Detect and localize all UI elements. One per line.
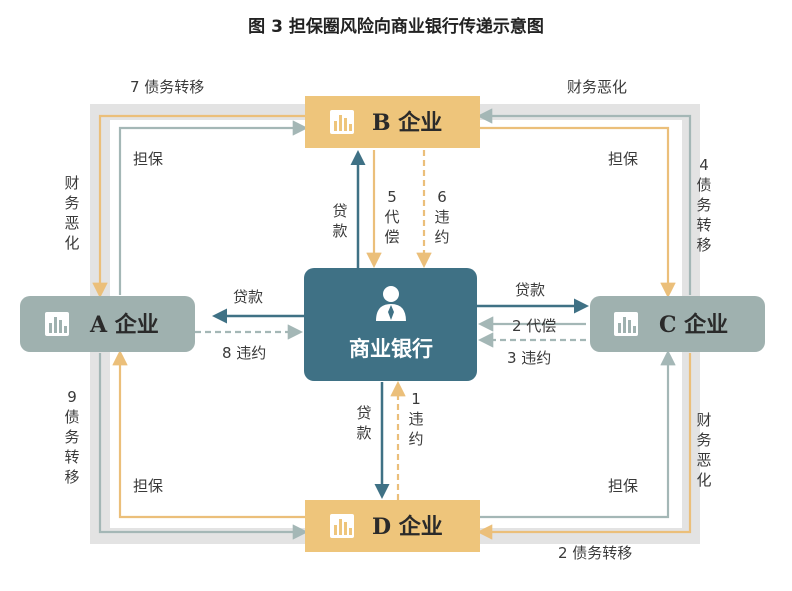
svg-text:化: 化	[64, 234, 79, 252]
label-guarantee-tl: 担保	[133, 150, 163, 168]
svg-text:务: 务	[696, 431, 711, 449]
arrow-c-to-b-guarantee	[476, 108, 692, 295]
bar-chart-icon	[330, 514, 354, 538]
svg-text:违: 违	[434, 208, 449, 226]
svg-text:移: 移	[64, 468, 79, 486]
svg-text:代: 代	[384, 208, 399, 226]
person-icon	[376, 286, 406, 321]
node-a-enterprise[interactable]: A 企业	[20, 296, 195, 352]
label-6-default: 6 违约	[434, 188, 449, 246]
node-commercial-bank[interactable]: 商业银行	[304, 268, 477, 381]
label-guarantee-tr: 担保	[608, 150, 638, 168]
svg-text:款: 款	[332, 222, 347, 240]
svg-text:务: 务	[696, 196, 711, 214]
svg-text:财: 财	[696, 411, 711, 429]
arrow-c-to-d-debt-transfer	[476, 353, 692, 540]
svg-text:贷: 贷	[332, 202, 347, 220]
svg-text:化: 化	[696, 471, 711, 489]
svg-text:偿: 偿	[384, 228, 399, 246]
label-guarantee-br: 担保	[608, 477, 638, 495]
svg-text:违: 违	[408, 410, 423, 428]
node-b-label: B 企业	[372, 110, 442, 136]
label-left-top-deteriorate: 财务恶化	[64, 174, 79, 252]
bank-label: 商业银行	[349, 337, 433, 361]
svg-text:5: 5	[387, 188, 397, 206]
arrow-b-to-a-debt-transfer	[92, 114, 305, 299]
label-loan-c: 贷款	[515, 281, 545, 299]
svg-text:务: 务	[64, 194, 79, 212]
label-2-compensate: 2 代偿	[512, 317, 556, 335]
svg-text:转: 转	[696, 216, 711, 234]
svg-text:约: 约	[434, 228, 449, 246]
arrow-d-to-a-debt-transfer	[112, 349, 305, 519]
arrow-d-to-c-guarantee	[480, 349, 676, 519]
label-9-debt-transfer: 9 债务转移	[64, 388, 79, 486]
svg-text:约: 约	[408, 430, 423, 448]
label-2-debt-transfer: 2 债务转移	[558, 544, 632, 562]
svg-text:1: 1	[411, 390, 421, 408]
node-b-enterprise[interactable]: B 企业	[305, 96, 480, 148]
node-c-label: C 企业	[659, 312, 728, 338]
label-loan-a: 贷款	[233, 288, 263, 306]
arrow-b-to-c-debt-transfer	[480, 126, 676, 299]
svg-text:款: 款	[356, 424, 371, 442]
svg-text:务: 务	[64, 428, 79, 446]
bar-chart-icon	[330, 110, 354, 134]
svg-text:4: 4	[699, 156, 709, 174]
label-guarantee-bl: 担保	[133, 477, 163, 495]
arrow-a-to-b-guarantee	[118, 120, 309, 295]
node-d-label: D 企业	[372, 514, 443, 540]
svg-text:转: 转	[64, 448, 79, 466]
svg-text:贷: 贷	[356, 404, 371, 422]
svg-text:债: 债	[64, 408, 79, 426]
svg-text:恶: 恶	[64, 214, 79, 232]
label-4-debt-transfer: 4 债务转移	[696, 156, 711, 254]
svg-text:9: 9	[67, 388, 77, 406]
label-5-compensate: 5 代偿	[384, 188, 399, 246]
svg-text:恶: 恶	[696, 451, 711, 469]
label-top-right-deteriorate: 财务恶化	[567, 78, 627, 96]
bar-chart-icon	[614, 312, 638, 336]
node-d-enterprise[interactable]: D 企业	[305, 500, 480, 552]
label-7-debt-transfer: 7 债务转移	[130, 78, 204, 96]
arrow-a-to-d-guarantee	[98, 353, 309, 540]
label-right-bottom-deteriorate: 财务恶化	[696, 411, 711, 489]
svg-text:债: 债	[696, 176, 711, 194]
bar-chart-icon	[45, 312, 69, 336]
svg-text:财: 财	[64, 174, 79, 192]
diagram-title: 图 3 担保圈风险向商业银行传递示意图	[248, 16, 544, 37]
label-8-default: 8 违约	[222, 344, 266, 362]
node-c-enterprise[interactable]: C 企业	[590, 296, 765, 352]
label-1-default: 1 违约	[408, 390, 423, 448]
label-3-default: 3 违约	[507, 349, 551, 367]
label-loan-b: 贷款	[332, 202, 347, 240]
node-a-label: A 企业	[89, 312, 159, 338]
label-loan-d: 贷款	[356, 404, 371, 442]
svg-text:6: 6	[437, 188, 447, 206]
svg-text:移: 移	[696, 236, 711, 254]
